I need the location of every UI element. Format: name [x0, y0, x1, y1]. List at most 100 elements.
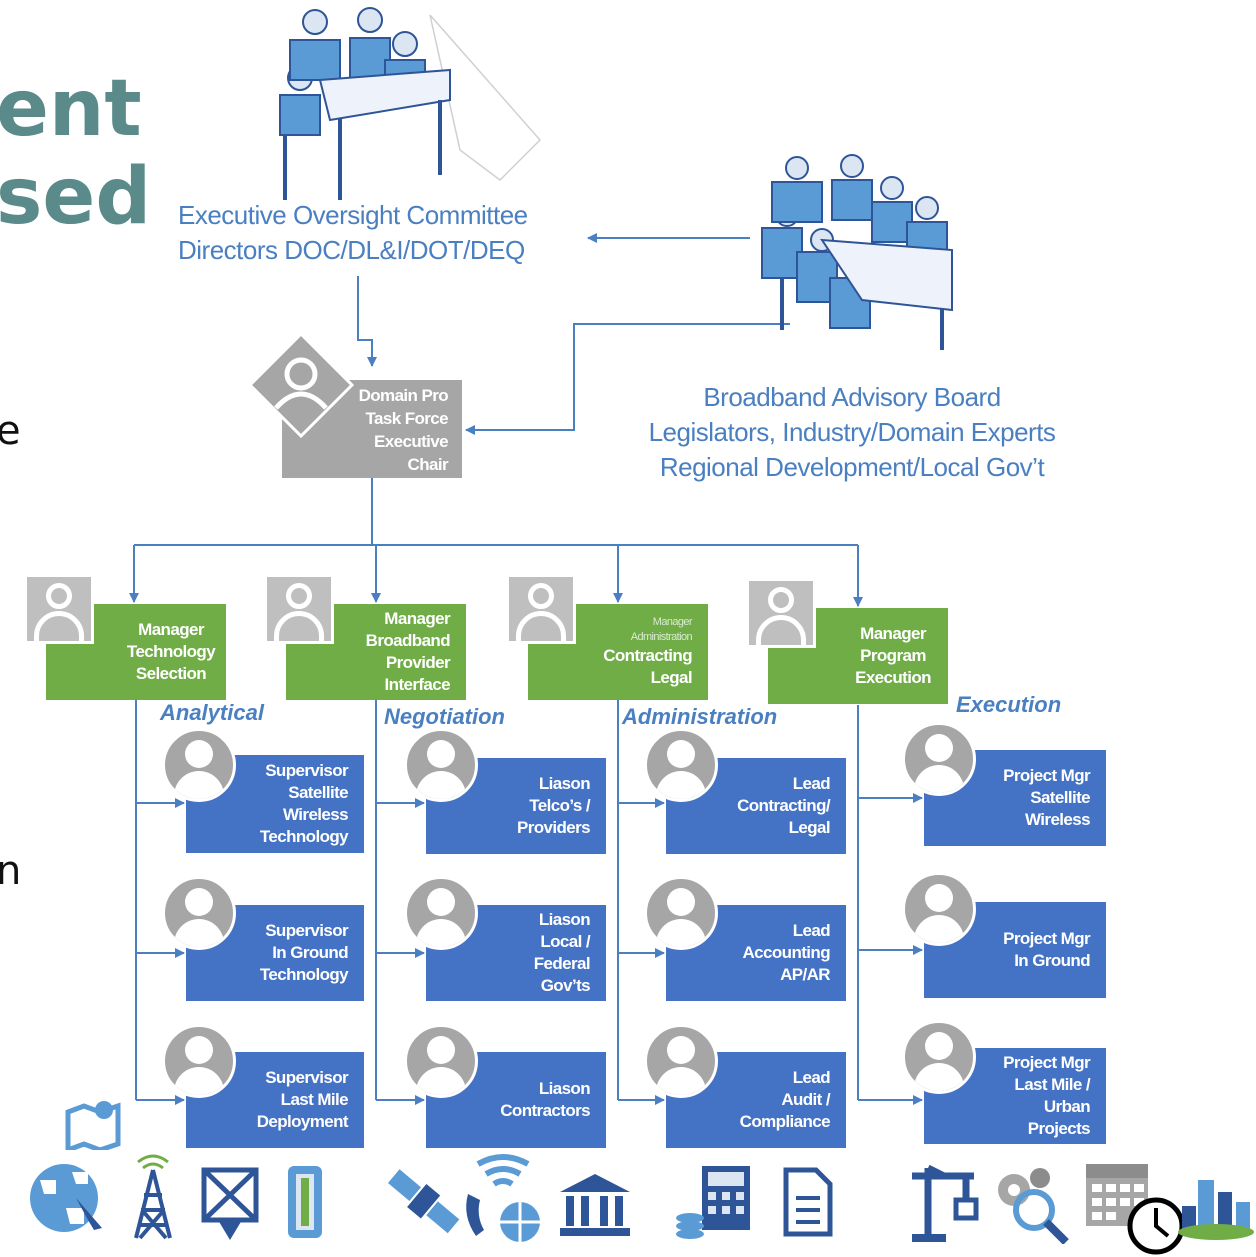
supervisor-last-mile-box: Supervisor Last Mile Deployment — [186, 1052, 364, 1148]
manager-4-line-3: Execution — [855, 668, 931, 687]
manager-2-line-3: Provider — [385, 653, 451, 672]
c2r3-line-2: Contractors — [500, 1101, 590, 1120]
manager-2-line-2: Broadband — [365, 631, 451, 650]
c3r3-avatar — [644, 1024, 718, 1098]
city-icon — [1178, 1180, 1254, 1240]
lead-accounting-box: Lead Accounting AP/AR — [666, 905, 846, 1001]
advisory-board-title: Broadband Advisory Board — [703, 382, 1001, 412]
side-fragment-1: e — [0, 408, 21, 454]
manager-1-line-3: Selection — [135, 664, 207, 683]
c1r3-line-2: Last Mile — [280, 1090, 349, 1109]
satellite-dish-icon — [201, 1167, 259, 1240]
c3r1-line-1: Lead — [792, 774, 831, 793]
c4r3-line-4: Projects — [1027, 1119, 1091, 1138]
fiber-cable-icon — [288, 1166, 322, 1238]
c3r3-line-3: Compliance — [739, 1112, 831, 1131]
c2r3-line-1: Liason — [538, 1079, 591, 1098]
c1r2-line-2: In Ground — [272, 943, 348, 962]
gears-search-icon — [998, 1168, 1069, 1244]
c1r3-line-3: Deployment — [256, 1112, 349, 1131]
c2r1-avatar — [404, 728, 478, 802]
executive-committee-title: Executive Oversight Committee — [178, 200, 528, 230]
chair-line-3: Executive — [374, 432, 449, 451]
c3r1-line-2: Contracting/ — [737, 796, 831, 815]
committee-meeting-illustration — [279, 7, 542, 200]
category-administration: Administration — [622, 704, 778, 729]
c2r1-line-1: Liason — [538, 774, 591, 793]
category-execution: Execution — [956, 692, 1062, 717]
c2r3-avatar — [404, 1024, 478, 1098]
c2r2-line-1: Liason — [538, 910, 591, 929]
c4r1-line-2: Satellite — [1030, 788, 1090, 807]
c3r2-line-1: Lead — [792, 921, 831, 940]
manager-4-line-2: Program — [860, 646, 926, 665]
manager-3-line-4: Legal — [650, 668, 693, 687]
manager-2-line-4: Interface — [384, 675, 451, 694]
manager-1-line-1: Manager — [138, 620, 204, 639]
title-fragment-1: ent — [0, 64, 142, 154]
c4r3-line-1: Project Mgr — [1003, 1053, 1091, 1072]
government-building-icon — [560, 1174, 630, 1236]
c4r1-line-1: Project Mgr — [1003, 766, 1091, 785]
c1r1-line-2: Satellite — [288, 783, 348, 802]
c1r1-line-4: Technology — [259, 827, 349, 846]
c3r1-line-3: Legal — [788, 818, 831, 837]
manager-3-avatar — [506, 574, 576, 644]
c3r3-line-2: Audit / — [781, 1090, 830, 1109]
map-icon — [65, 1101, 121, 1150]
c4r2-line-2: In Ground — [1014, 951, 1090, 970]
c4r3-line-3: Urban — [1043, 1097, 1091, 1116]
radio-tower-icon — [134, 1154, 172, 1240]
c2r2-line-2: Local / — [540, 932, 590, 951]
c1r1-line-1: Supervisor — [265, 761, 348, 780]
chair-line-4: Chair — [407, 455, 449, 474]
manager-3-line-3: Contracting — [603, 646, 692, 665]
c1r2-line-3: Technology — [259, 965, 349, 984]
executive-committee-members: Directors DOC/DL&I/DOT/DEQ — [178, 235, 525, 265]
c3r1-avatar — [644, 728, 718, 802]
chair-line-2: Task Force — [365, 409, 448, 428]
c2r2-line-4: Gov’ts — [540, 976, 591, 995]
c4r1-avatar — [902, 722, 976, 796]
manager-4-line-1: Manager — [860, 624, 926, 643]
c4r1-line-3: Wireless — [1025, 810, 1091, 829]
side-fragment-2: n — [0, 848, 22, 894]
c3r2-avatar — [644, 876, 718, 950]
c4r2-avatar — [902, 872, 976, 946]
chair-line-1: Domain Pro — [358, 386, 449, 405]
category-analytical: Analytical — [160, 700, 264, 725]
c1r3-line-1: Supervisor — [265, 1068, 348, 1087]
c2r1-line-3: Providers — [516, 818, 591, 837]
c1r3-avatar — [162, 1024, 236, 1098]
c4r3-line-2: Last Mile / — [1014, 1075, 1090, 1094]
c4r3-avatar — [902, 1020, 976, 1094]
manager-1-avatar — [24, 574, 94, 644]
globe-icon — [30, 1164, 102, 1232]
c4r2-line-1: Project Mgr — [1003, 929, 1091, 948]
calculator-coins-icon — [676, 1166, 750, 1239]
advisory-board-regional: Regional Development/Local Gov’t — [659, 452, 1045, 482]
c1r2-line-1: Supervisor — [265, 921, 348, 940]
manager-3-line-2: Administration — [630, 631, 693, 643]
calendar-icon — [1086, 1164, 1148, 1226]
advisory-board-members: Legislators, Industry/Domain Experts — [648, 417, 1056, 447]
construction-crane-icon — [912, 1164, 979, 1242]
manager-2-line-1: Manager — [384, 609, 450, 628]
c3r2-line-3: AP/AR — [780, 965, 831, 984]
manager-2-avatar — [264, 574, 334, 644]
c1r1-avatar — [162, 728, 236, 802]
c1r1-line-3: Wireless — [283, 805, 349, 824]
c3r3-line-1: Lead — [792, 1068, 831, 1087]
manager-1-line-2: Technology — [126, 642, 216, 661]
category-negotiation: Negotiation — [384, 704, 505, 729]
manager-3-line-1: Manager — [652, 616, 693, 628]
clock-icon — [1127, 1197, 1185, 1255]
c2r2-avatar — [404, 876, 478, 950]
c3r2-line-2: Accounting — [742, 943, 831, 962]
title-fragment-2: sed — [0, 152, 152, 242]
advisory-board-caption: Broadband Advisory Board Legislators, In… — [614, 380, 1090, 485]
document-icon — [783, 1167, 833, 1237]
c1r2-avatar — [162, 876, 236, 950]
phone-wifi-globe-icon — [466, 1154, 540, 1242]
advisory-board-meeting-illustration — [761, 154, 953, 350]
